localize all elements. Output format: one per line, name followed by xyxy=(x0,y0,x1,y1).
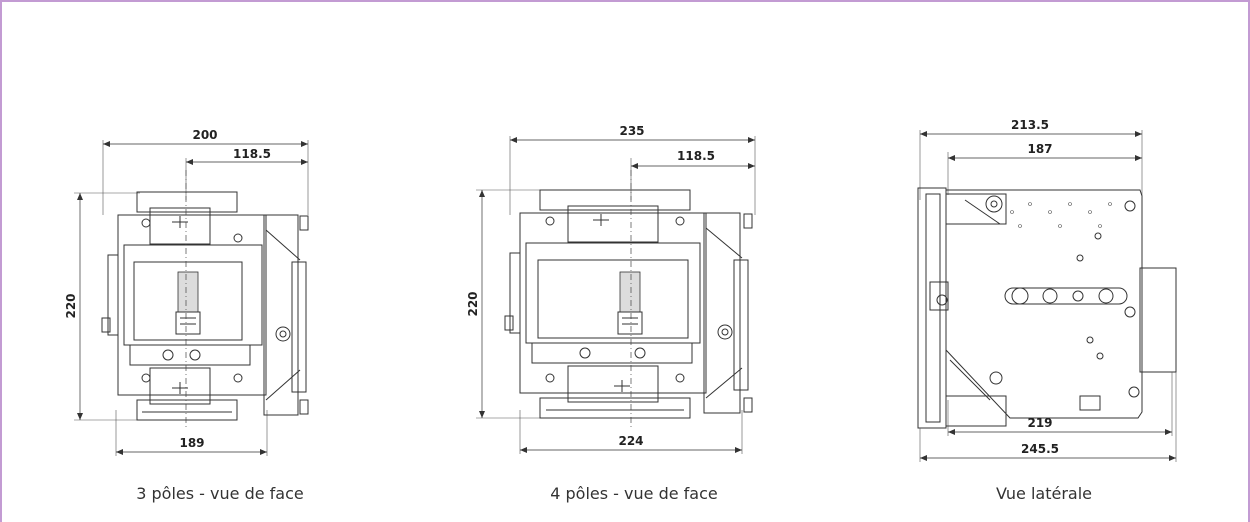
dim-side-bottom-inner: 219 xyxy=(1027,416,1052,430)
dim-3p-height: 220 xyxy=(64,293,78,318)
dim-3p-width-bottom: 189 xyxy=(179,436,204,450)
dim-3p-width-offset: 118.5 xyxy=(233,147,271,161)
caption-side-view: Vue latérale xyxy=(996,484,1092,503)
side-view: 213.5 187 xyxy=(917,118,1177,462)
dim-4p-height: 220 xyxy=(466,291,480,316)
caption-4-poles-front-view: 4 pôles - vue de face xyxy=(550,484,718,503)
front-view-4-poles: 235 118.5 220 224 xyxy=(466,124,756,454)
caption-3-poles-front-view: 3 pôles - vue de face xyxy=(136,484,304,503)
front-view-3-poles: 200 118.5 220 189 xyxy=(64,128,309,456)
dim-4p-width-bottom: 224 xyxy=(618,434,643,448)
dim-4p-width-offset: 118.5 xyxy=(677,149,715,163)
dim-4p-width-total: 235 xyxy=(619,124,644,138)
dim-side-bottom-total: 245.5 xyxy=(1021,442,1059,456)
dim-3p-width-total: 200 xyxy=(192,128,217,142)
dim-side-top-total: 213.5 xyxy=(1011,118,1049,132)
dim-side-top-inner: 187 xyxy=(1027,142,1052,156)
